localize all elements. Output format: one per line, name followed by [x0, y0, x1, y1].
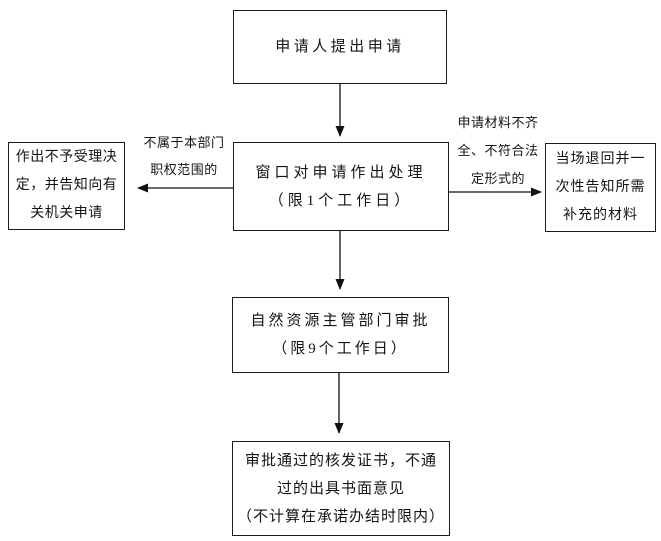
- node-reject-decision-line1: 作出不予受理决: [15, 150, 118, 165]
- node-reject-decision-line2: 定，并告知向有: [15, 178, 118, 193]
- edge-label-not-in-authority: 不属于本部门 职权范围的: [130, 129, 238, 183]
- node-window-processing: 窗口对申请作出处理 （限1个工作日）: [233, 142, 449, 231]
- node-issue-certificate-line1: 审批通过的核发证书，不通: [244, 452, 437, 469]
- edge-label-incomplete-materials-line2: 全、不符合法: [457, 143, 539, 158]
- edge-label-incomplete-materials-line1: 申请材料不齐: [457, 115, 539, 130]
- node-issue-certificate-line3: （不计算在承诺办结时限内）: [236, 508, 445, 525]
- node-department-approval: 自然资源主管部门审批 （限9个工作日）: [232, 297, 449, 373]
- edge-label-not-in-authority-line1: 不属于本部门: [143, 135, 225, 150]
- node-issue-certificate-line2: 过的出具书面意见: [276, 480, 405, 497]
- node-reject-decision: 作出不予受理决 定，并告知向有 关机关申请: [8, 142, 125, 230]
- edge-label-not-in-authority-line2: 职权范围的: [150, 162, 218, 177]
- node-window-processing-line2: （限1个工作日）: [268, 192, 414, 209]
- node-applicant-submit: 申请人提出申请: [233, 10, 447, 84]
- node-reject-decision-line3: 关机关申请: [30, 206, 103, 221]
- node-applicant-submit-line: 申请人提出申请: [275, 39, 405, 55]
- edge-label-incomplete-materials-line3: 定形式的: [470, 171, 525, 186]
- node-department-approval-line1: 自然资源主管部门审批: [250, 313, 431, 329]
- node-return-materials-line1: 当场退回并一: [555, 151, 646, 167]
- node-issue-certificate: 审批通过的核发证书，不通 过的出具书面意见 （不计算在承诺办结时限内）: [232, 441, 450, 536]
- node-return-materials-line2: 次性告知所需: [555, 179, 646, 195]
- node-return-materials: 当场退回并一 次性告知所需 补充的材料: [545, 143, 656, 232]
- edge-label-incomplete-materials: 申请材料不齐 全、不符合法 定形式的: [448, 109, 548, 193]
- node-return-materials-line3: 补充的材料: [563, 207, 638, 223]
- node-department-approval-line2: （限9个工作日）: [272, 341, 409, 357]
- node-window-processing-line1: 窗口对申请作出处理: [255, 164, 427, 181]
